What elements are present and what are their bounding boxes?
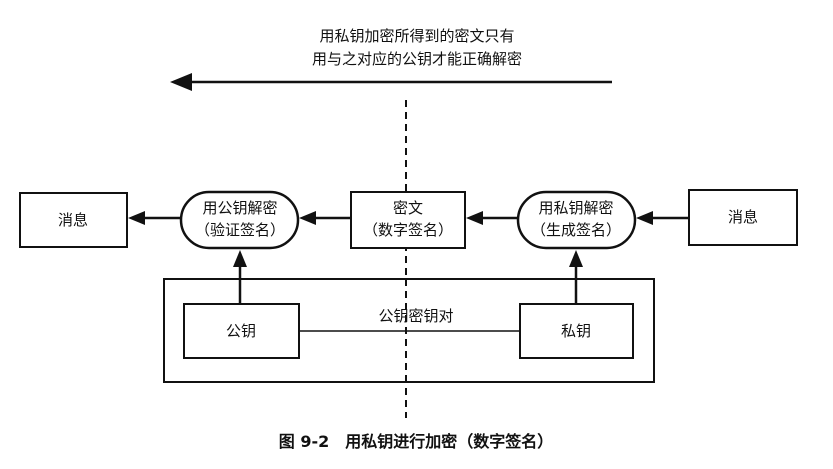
public-key-box bbox=[183, 303, 300, 359]
ciphertext-label-line1: 密文 bbox=[392, 199, 424, 217]
decrypt-label-line2: （验证签名） bbox=[194, 221, 286, 239]
encrypt-capsule bbox=[516, 190, 637, 250]
figure-caption: 图 9-2 用私钥进行加密（数字签名） bbox=[278, 432, 554, 451]
message-right-label: 消息 bbox=[727, 208, 759, 226]
message-left-label: 消息 bbox=[57, 211, 89, 229]
decrypt-capsule bbox=[179, 190, 300, 250]
arrowhead-ciphertext-to-decrypt bbox=[299, 211, 316, 225]
top-arrow-head bbox=[170, 73, 192, 91]
top-note-line2: 用与之对应的公钥才能正确解密 bbox=[311, 50, 523, 68]
private-key-label: 私钥 bbox=[560, 322, 592, 340]
ciphertext-box bbox=[350, 191, 466, 249]
message-left-box bbox=[19, 192, 128, 248]
ciphertext-label-line2: （数字签名） bbox=[362, 221, 454, 239]
arrowhead-message-to-encrypt bbox=[636, 211, 653, 225]
top-note-line1: 用私钥加密所得到的密文只有 bbox=[319, 27, 515, 45]
message-right-box bbox=[688, 189, 798, 246]
arrowhead-private-key-to-encrypt bbox=[569, 250, 583, 267]
public-key-label: 公钥 bbox=[225, 322, 257, 340]
encrypt-label-line2: （生成签名） bbox=[530, 221, 622, 239]
decrypt-label-line1: 用公钥解密 bbox=[202, 199, 278, 217]
arrowhead-public-key-to-decrypt bbox=[233, 250, 247, 267]
key-pair-label: 公钥密钥对 bbox=[378, 307, 454, 325]
arrowhead-decrypt-to-message bbox=[128, 211, 145, 225]
encrypt-label-line1: 用私钥解密 bbox=[538, 199, 614, 217]
arrowhead-encrypt-to-ciphertext bbox=[466, 211, 483, 225]
